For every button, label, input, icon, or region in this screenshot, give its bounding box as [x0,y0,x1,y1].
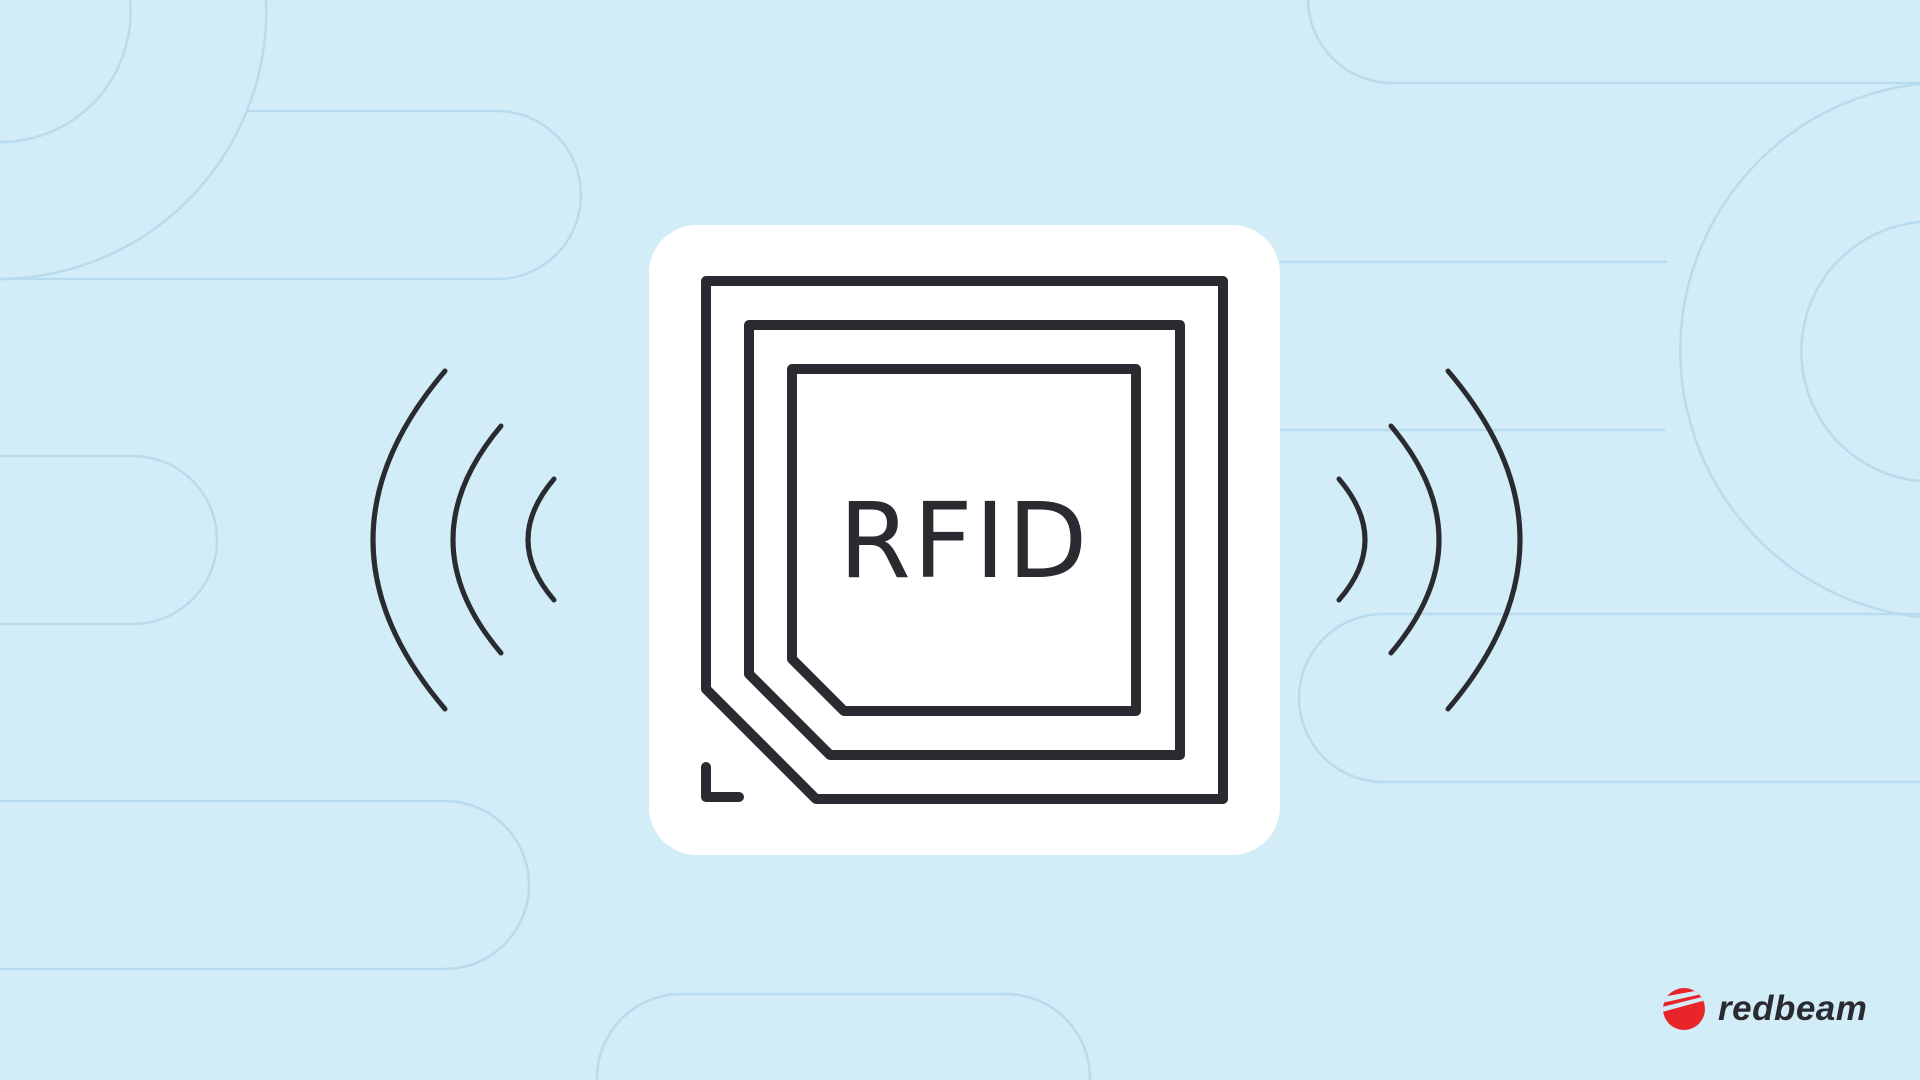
wave-left-large [370,368,448,712]
tag-antenna-inner [787,364,1141,716]
wave-left-medium [450,423,504,656]
brand-name: redbeam [1718,989,1868,1028]
rfid-label: RFID [838,480,1090,602]
signal-waves-left-icon [370,368,557,712]
wave-right-small [1336,476,1368,603]
decor-pill-middle-left [0,454,219,626]
decor-pill-bottom-left [0,799,531,971]
decor-arc-large-top-left [0,0,268,281]
tag-antenna-outer [701,276,1228,804]
wave-right-large [1445,368,1523,712]
decor-arc-small-top-left [0,0,132,144]
decor-circle-right-large [1679,82,1920,619]
brand-logo: redbeam [1662,986,1867,1032]
decor-circle-right-small [1800,220,1920,483]
decor-pill-top-right [1306,0,1920,85]
decor-pill-bottom-center [595,992,1092,1080]
signal-waves-right-icon [1336,368,1523,712]
wave-right-medium [1388,423,1442,656]
tag-corner-mark [701,762,744,802]
redbeam-logo-icon [1663,988,1705,1030]
tag-antenna-middle [744,320,1185,760]
decor-pill-top-left [0,109,583,281]
decor-pill-bottom-right [1297,612,1920,784]
wave-left-small [525,476,557,603]
